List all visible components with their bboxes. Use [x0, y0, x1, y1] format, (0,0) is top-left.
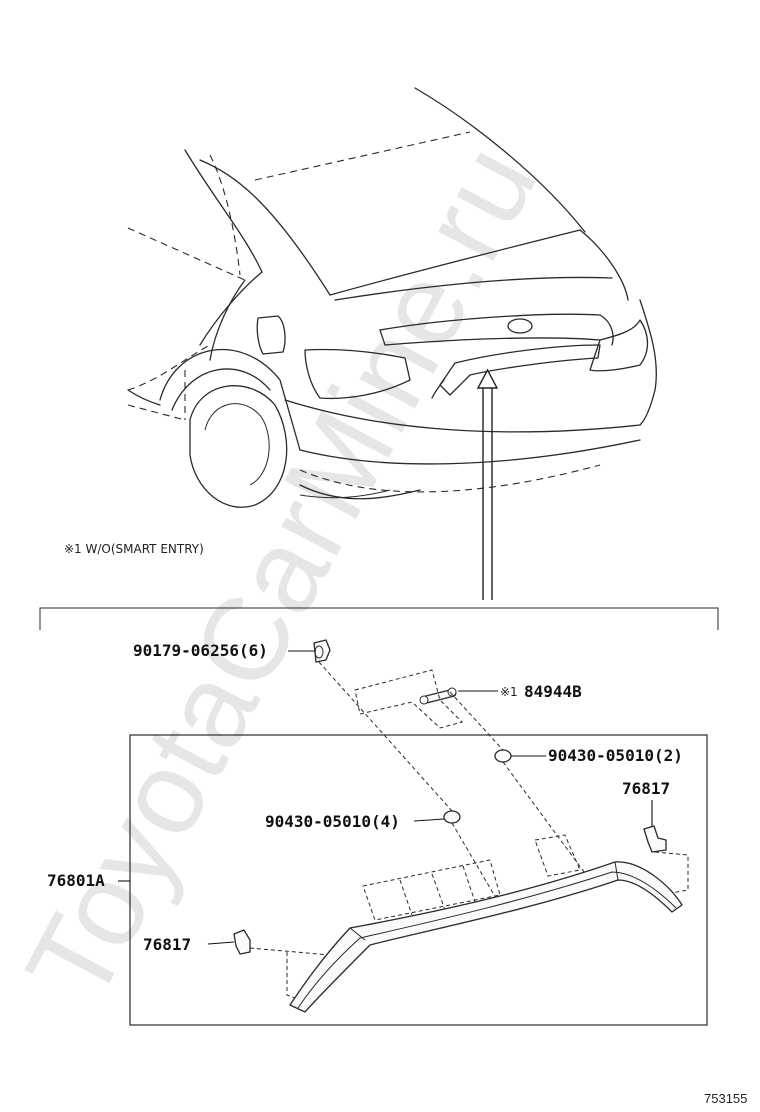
garnish-group-box: [129, 734, 708, 1026]
figure-number: 753155: [704, 1091, 747, 1106]
smart-entry-marker: ※1: [500, 685, 518, 699]
condition-note: ※1 W/O(SMART ENTRY): [64, 542, 204, 556]
part-number-90430-05010-right: 90430-05010(2): [548, 746, 683, 765]
callout-grommet-right: 90430-05010(2): [511, 746, 683, 765]
part-number-90179-06256: 90179-06256(6): [133, 641, 268, 660]
grommet-right-part: [494, 749, 512, 763]
callout-clip-top: 90179-06256(6): [133, 641, 316, 660]
vehicle-rear-view: [127, 87, 657, 508]
callout-garnish-assy: 76801A: [47, 871, 130, 890]
part-number-84944b: 84944B: [524, 682, 582, 701]
rear-garnish-part: [289, 861, 683, 1013]
location-arrow: [476, 368, 499, 600]
cushion-right-part: [643, 825, 667, 853]
callout-grommet-left: 90430-05010(4): [265, 812, 445, 831]
section-bracket: [39, 607, 719, 630]
part-number-76817-left: 76817: [143, 935, 191, 954]
emblem-switch-part: [419, 687, 457, 705]
part-number-76801a: 76801A: [47, 871, 105, 890]
grommet-left-part: [443, 810, 461, 824]
clip-part: [313, 639, 331, 663]
callout-cushion-left: 76817: [143, 935, 235, 954]
callout-emblem-switch: ※1 84944B: [458, 682, 582, 701]
part-number-90430-05010-left: 90430-05010(4): [265, 812, 400, 831]
part-number-76817-right: 76817: [622, 779, 670, 798]
alignment-lines: [249, 661, 689, 1001]
callout-cushion-right: 76817: [622, 779, 670, 826]
cushion-left-part: [233, 929, 251, 955]
